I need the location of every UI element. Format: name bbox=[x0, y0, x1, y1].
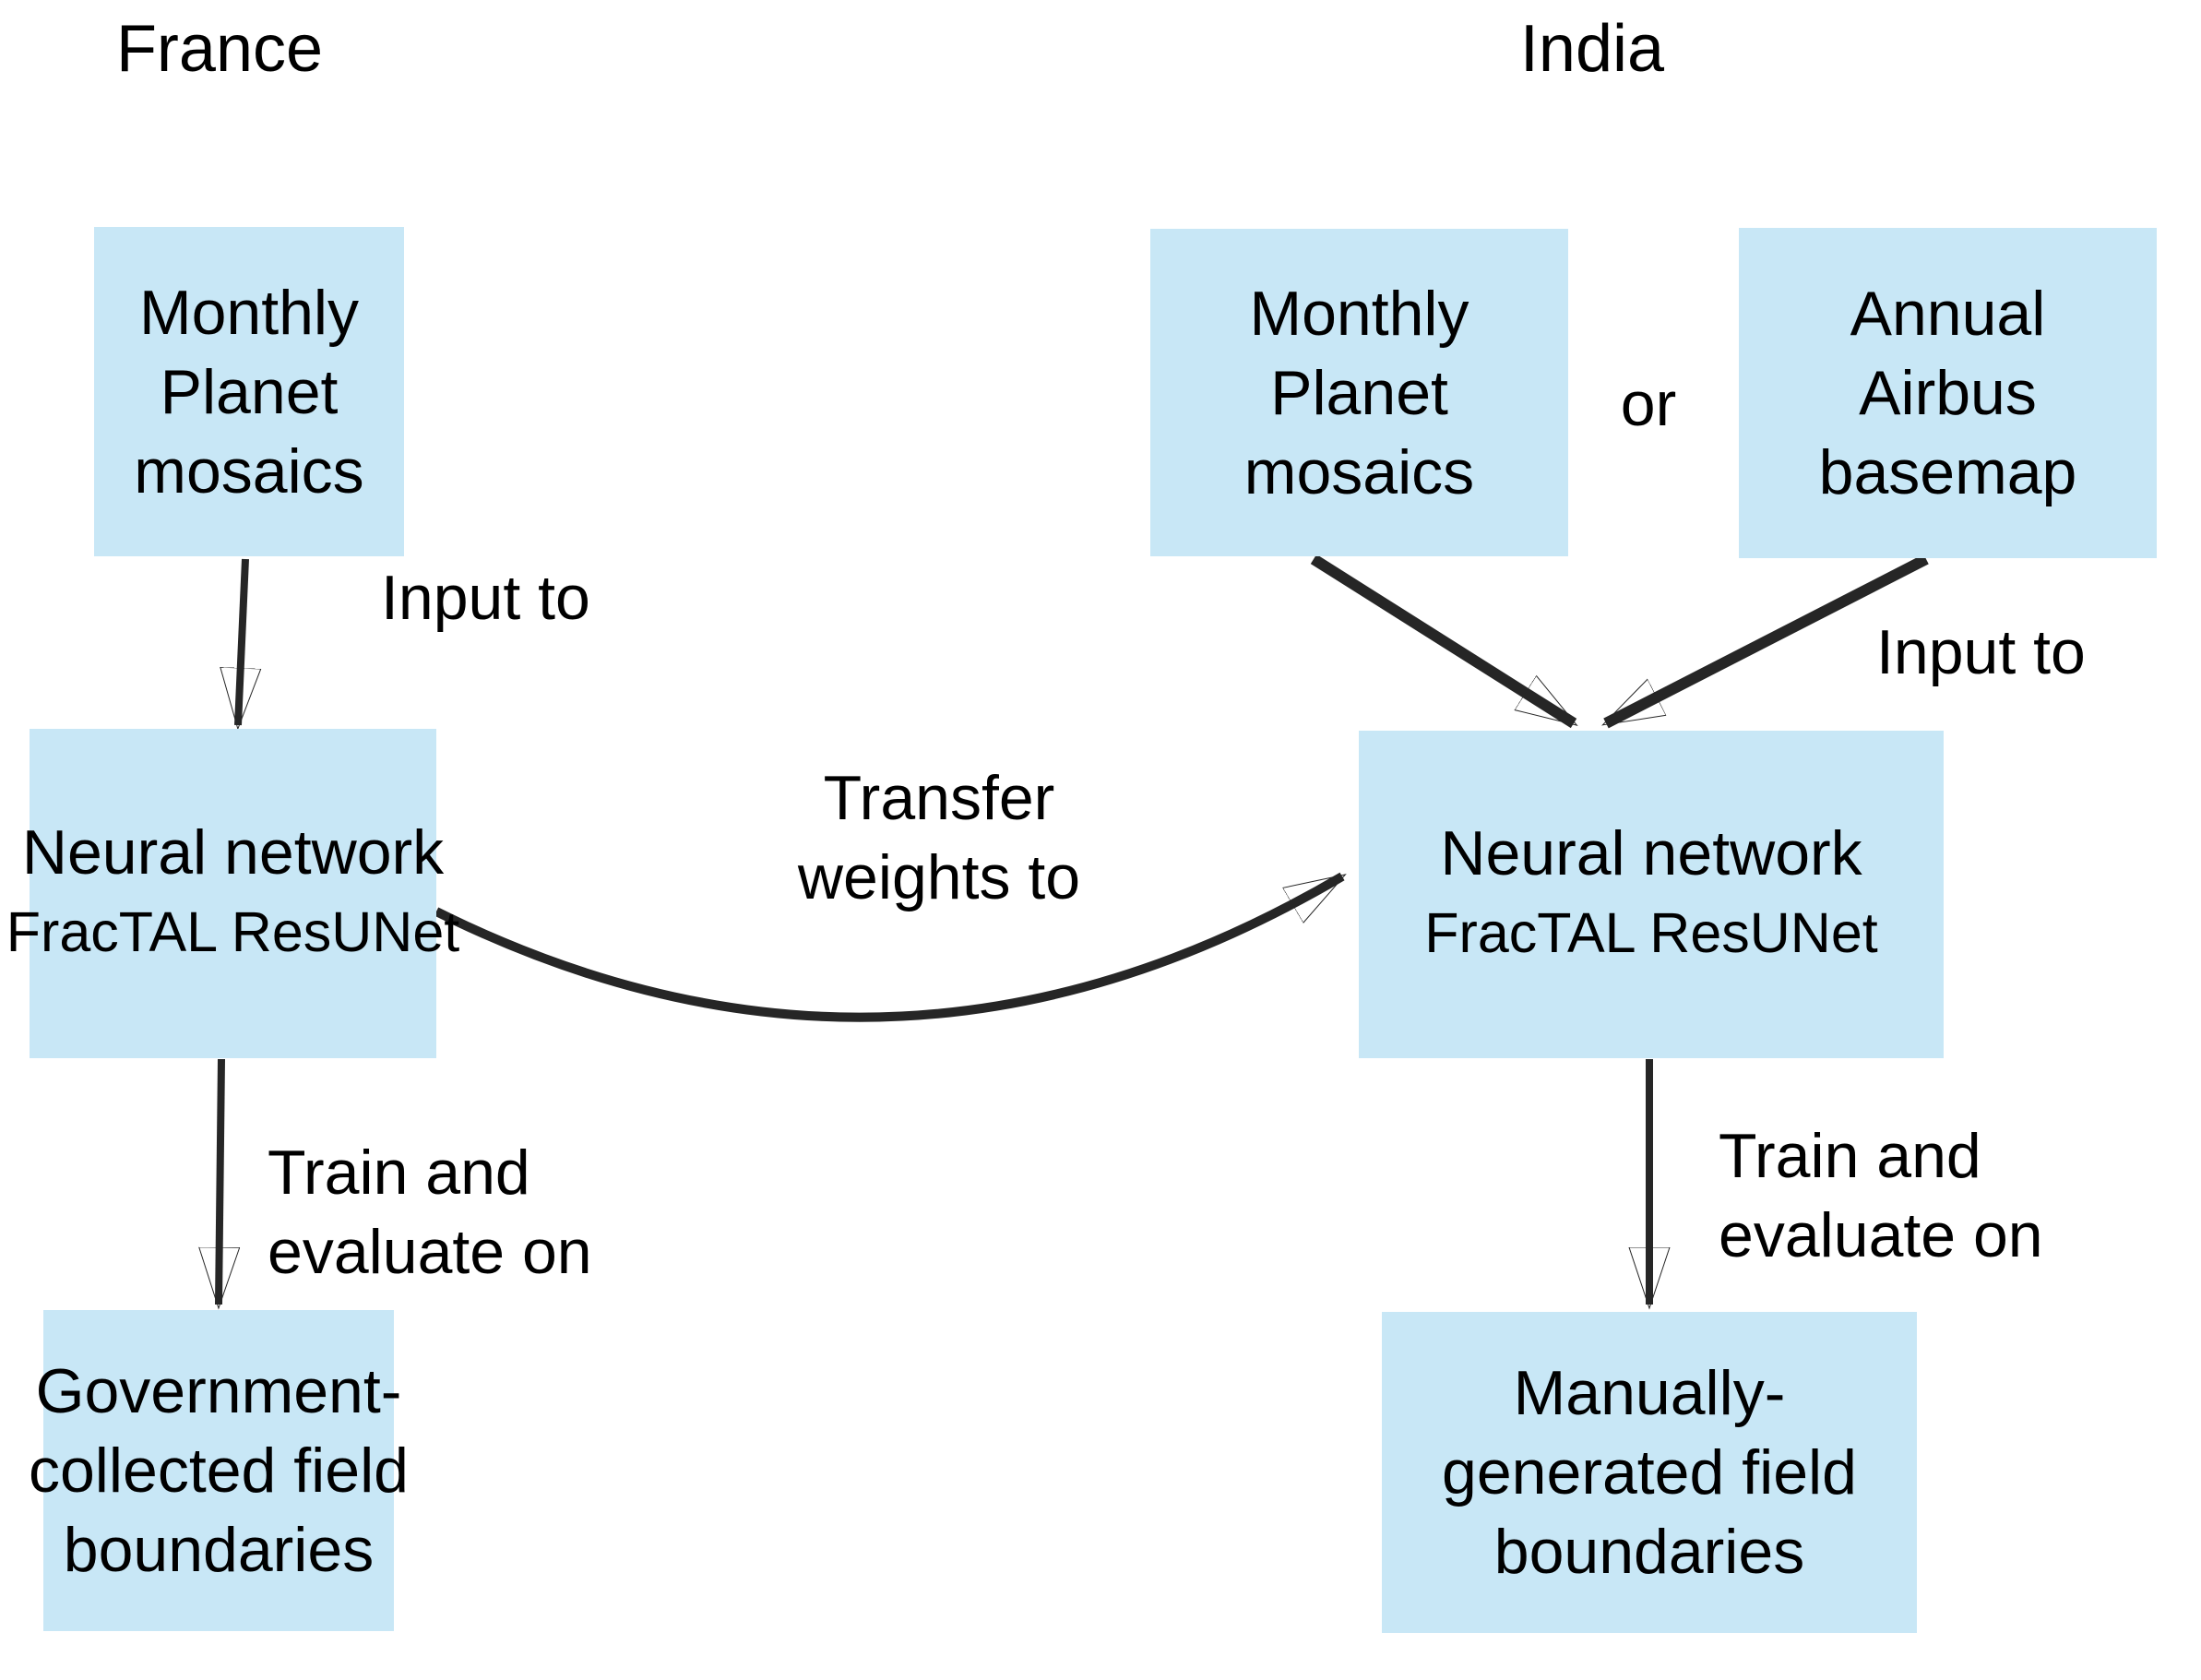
train-evaluate-label-france: Train and evaluate on bbox=[268, 1133, 592, 1292]
nn-name: Neural network bbox=[21, 816, 445, 888]
box-line: boundaries bbox=[1493, 1517, 1805, 1587]
box-line: mosaics bbox=[134, 435, 364, 506]
box-france-field-boundaries: Government- collected field boundaries bbox=[29, 1310, 409, 1631]
box-line: Planet bbox=[1270, 357, 1448, 428]
box-line: collected field bbox=[28, 1436, 410, 1506]
arrow-india-planet-input bbox=[1310, 554, 1574, 729]
input-to-label-france: Input to bbox=[381, 563, 590, 633]
box-line: Planet bbox=[160, 356, 339, 427]
train-evaluate-label-india: Train and evaluate on bbox=[1719, 1116, 2043, 1275]
or-label: or bbox=[1620, 369, 1677, 439]
box-line: boundaries bbox=[63, 1515, 375, 1585]
transfer-weights-line: Transfer bbox=[823, 763, 1055, 833]
arrow-france-train bbox=[219, 1058, 221, 1305]
box-line: Monthly bbox=[138, 277, 360, 348]
input-to-label-india: Input to bbox=[1876, 617, 2086, 687]
train-evaluate-line: evaluate on bbox=[268, 1217, 592, 1287]
box-line: Manually- bbox=[1513, 1358, 1786, 1428]
column-title-france: France bbox=[115, 12, 324, 86]
nn-name: Neural network bbox=[1440, 817, 1862, 888]
column-title-india: India bbox=[1519, 12, 1665, 86]
transfer-weights-label: Transfer weights to bbox=[708, 758, 1170, 917]
box-line: mosaics bbox=[1243, 436, 1475, 507]
box-india-airbus-basemap: Annual Airbus basemap bbox=[1739, 228, 2157, 558]
box-line: Annual bbox=[1850, 279, 2046, 349]
nn-model: FracTAL ResUNet bbox=[6, 900, 460, 963]
box-line: generated field bbox=[1442, 1437, 1857, 1507]
box-france-neural-network: Neural network FracTAL ResUNet bbox=[6, 729, 459, 1058]
transfer-weights-line: weights to bbox=[797, 842, 1081, 912]
train-evaluate-line: Train and bbox=[268, 1138, 530, 1208]
box-line: basemap bbox=[1818, 437, 2077, 507]
arrow-france-input bbox=[238, 558, 245, 725]
box-india-neural-network: Neural network FracTAL ResUNet bbox=[1359, 731, 1944, 1058]
train-evaluate-line: Train and bbox=[1719, 1121, 1981, 1191]
box-india-field-boundaries: Manually- generated field boundaries bbox=[1382, 1312, 1917, 1633]
train-evaluate-line: evaluate on bbox=[1719, 1200, 2043, 1270]
box-india-planet-mosaics: Monthly Planet mosaics bbox=[1150, 229, 1568, 556]
box-line: Government- bbox=[35, 1356, 402, 1426]
box-line: Airbus bbox=[1859, 358, 2037, 428]
box-line: Monthly bbox=[1249, 278, 1469, 349]
box-france-planet-mosaics: Monthly Planet mosaics bbox=[94, 227, 404, 556]
nn-model: FracTAL ResUNet bbox=[1424, 900, 1878, 964]
